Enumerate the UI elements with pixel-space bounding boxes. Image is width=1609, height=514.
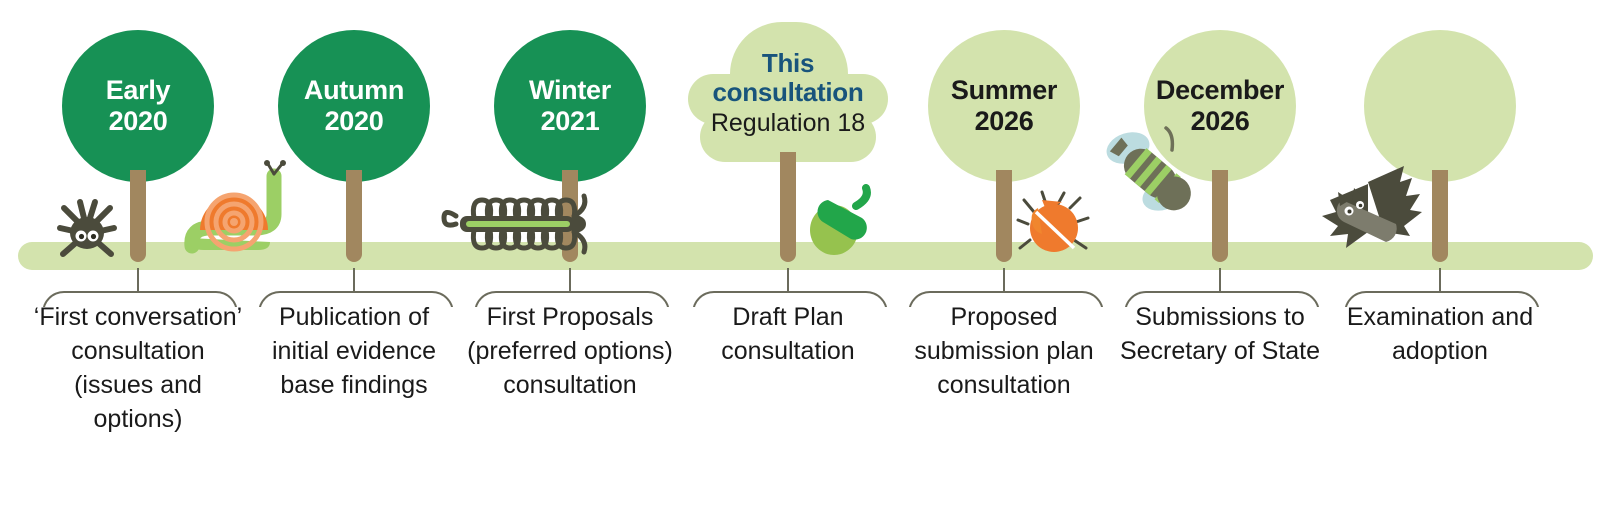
tree-title-line-2: 2026: [974, 106, 1034, 136]
timeline-stage-summer-2026: Summer 2026 Proposed submission plan con…: [898, 0, 1110, 514]
label-stem: [137, 268, 139, 293]
tree-title-line-1: December: [1155, 75, 1285, 105]
stage-label: Examination and adoption: [1346, 303, 1534, 365]
tree-subtitle: Regulation 18: [710, 109, 866, 137]
tree-title-line-2: 2020: [108, 106, 168, 136]
tree-trunk: [996, 170, 1012, 262]
stage-label: Submissions to Secretary of State: [1119, 303, 1321, 365]
tree-trunk: [780, 152, 796, 262]
stage-label: ‘First conversation’ consultation (issue…: [33, 303, 243, 433]
timeline-ground-bar: [18, 242, 1593, 270]
timeline-stage-winter-2021: Winter 2021: [441, 0, 676, 514]
timeline-stage-early-2020: Early 2020 ‘First conversation’ consulta…: [32, 0, 244, 514]
tree-canopy: Winter 2021: [494, 30, 646, 182]
tree-canopy: Summer 2026: [928, 30, 1080, 182]
tree-this-consultation: This consultation Regulation 18: [682, 0, 894, 268]
tree-examination-adoption: [1334, 0, 1546, 268]
label-stem: [353, 268, 355, 293]
tree-early-2020: Early 2020: [32, 0, 244, 268]
tree-winter-2021: Winter 2021: [464, 0, 676, 268]
label-stem: [1439, 268, 1441, 293]
tree-autumn-2020: Autumn 2020: [248, 0, 460, 268]
label-stem: [787, 268, 789, 293]
tree-title-line-1: Summer: [950, 75, 1058, 105]
acorn-icon: [810, 184, 871, 255]
tree-canopy: Autumn 2020: [278, 30, 430, 182]
stage-label: Proposed submission plan consultation: [914, 303, 1094, 399]
tree-trunk: [346, 170, 362, 262]
stage-label: Publication of initial evidence base fin…: [272, 303, 436, 399]
tree-canopy: Early 2020: [62, 30, 214, 182]
tree-trunk: [130, 170, 146, 262]
canopy-text-group: This consultation Regulation 18: [688, 22, 888, 167]
label-stem: [1219, 268, 1221, 293]
tree-title-line-1: Autumn: [303, 75, 405, 105]
snail-icon: [184, 160, 286, 254]
label-stem: [569, 268, 571, 293]
tree-title-line-2: 2026: [1190, 106, 1250, 136]
label-stem: [1003, 268, 1005, 293]
timeline-stage-examination-adoption: Examination and adoption: [1322, 0, 1546, 514]
tree-title-line-2: 2021: [540, 106, 600, 136]
tree-title-line-2: 2020: [324, 106, 384, 136]
tree-title-line-2: consultation: [712, 77, 864, 107]
stage-label: First Proposals (preferred options) cons…: [467, 303, 673, 399]
bat-icon: [1322, 166, 1422, 248]
timeline-stage-autumn-2020: Autumn 2020 Publication of initial evi: [184, 0, 460, 514]
tree-canopy: December 2026: [1144, 30, 1296, 182]
timeline-stage-this-consultation: This consultation Regulation 18 Draft Pl…: [682, 0, 894, 514]
tree-title-line-1: Early: [105, 75, 171, 105]
tree-canopy-cloud: This consultation Regulation 18: [688, 22, 888, 167]
tree-december-2026: December 2026: [1114, 0, 1326, 268]
ladybug-icon: [1016, 190, 1090, 252]
bee-icon: [1106, 126, 1191, 211]
tree-title-line-1: Winter: [529, 75, 611, 105]
tree-canopy: [1364, 30, 1516, 182]
centipede-icon: [441, 193, 588, 255]
spider-icon: [57, 199, 117, 257]
tree-trunk: [1432, 170, 1448, 262]
tree-title-line-1: This: [761, 48, 815, 78]
tree-trunk: [1212, 170, 1228, 262]
stage-label: Draft Plan consultation: [721, 303, 855, 365]
tree-summer-2026: Summer 2026: [898, 0, 1110, 268]
timeline-stage-december-2026: December 2026: [1106, 0, 1326, 514]
